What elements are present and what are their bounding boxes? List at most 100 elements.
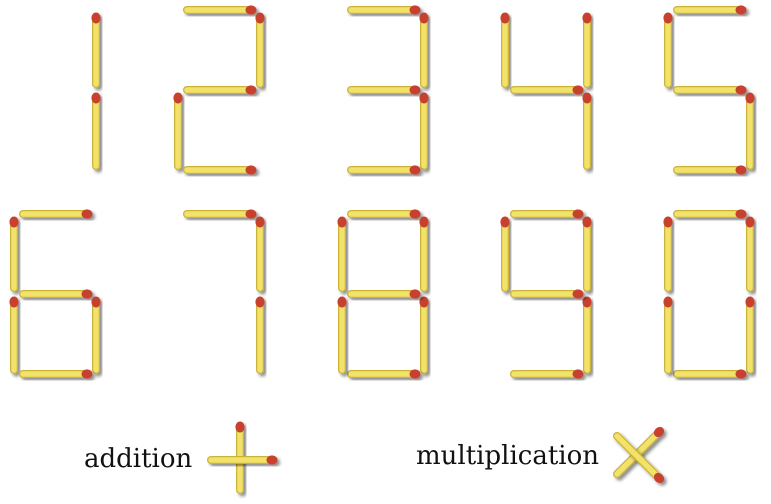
segment-b (582, 216, 592, 292)
match-head (409, 209, 421, 219)
digit-0 (663, 209, 755, 379)
digit-7 (183, 209, 265, 374)
segment-b (745, 216, 755, 292)
segment-f (500, 12, 510, 88)
segment-a (673, 5, 747, 15)
segment-g (510, 289, 584, 299)
digit-8 (337, 209, 429, 379)
match-head (582, 216, 592, 228)
match-head (409, 85, 421, 95)
times-sign (613, 426, 665, 484)
segment-a (183, 209, 257, 219)
digit-3 (347, 5, 429, 175)
segment-a (347, 209, 421, 219)
segment-g (347, 289, 421, 299)
match-head (91, 296, 101, 308)
match-head (91, 12, 101, 24)
segment-c (255, 296, 265, 374)
match-head (735, 209, 747, 219)
digit-9 (500, 209, 592, 379)
segment-f (500, 216, 510, 292)
match-head (735, 369, 747, 379)
match-head (91, 92, 101, 104)
segment-g (510, 85, 584, 95)
plus-horizontal-stick (207, 455, 278, 465)
match-head (582, 296, 592, 308)
segment-d (510, 369, 584, 379)
segment-c (419, 296, 429, 374)
match-head (81, 209, 93, 219)
segment-f (663, 12, 673, 88)
segment-a (183, 5, 257, 15)
match-head (409, 5, 421, 15)
match-head (255, 216, 265, 228)
multiplication-label: multiplication (416, 441, 599, 471)
segment-c (745, 92, 755, 170)
match-head (745, 216, 755, 228)
match-head (653, 472, 665, 484)
segment-c (419, 92, 429, 170)
segment-g (19, 289, 93, 299)
segment-c (91, 296, 101, 374)
match-head (653, 426, 665, 438)
segment-d (673, 165, 747, 175)
match-head (735, 5, 747, 15)
match-head (245, 165, 257, 175)
segment-g (183, 85, 257, 95)
match-head (572, 85, 584, 95)
match-head (255, 12, 265, 24)
segment-f (337, 216, 347, 292)
segment-c (582, 92, 592, 170)
match-head (735, 85, 747, 95)
match-head (173, 92, 183, 104)
segment-d (183, 165, 257, 175)
segment-d (347, 165, 421, 175)
match-head (9, 216, 19, 228)
match-head (572, 289, 584, 299)
segment-d (673, 369, 747, 379)
segment-b (419, 12, 429, 88)
segment-e (173, 92, 183, 170)
segment-b (419, 216, 429, 292)
segment-f (663, 216, 673, 292)
match-head (245, 85, 257, 95)
segment-c (91, 92, 101, 170)
segment-a (347, 5, 421, 15)
match-head (245, 5, 257, 15)
match-head (9, 296, 19, 308)
segment-c (582, 296, 592, 374)
match-head (745, 92, 755, 104)
segment-f (9, 216, 19, 292)
segment-b (91, 12, 101, 88)
segment-d (347, 369, 421, 379)
match-head (582, 92, 592, 104)
segment-c (745, 296, 755, 374)
segment-e (663, 296, 673, 374)
digit-6 (9, 209, 101, 379)
match-head (500, 12, 510, 24)
digits-grid (9, 5, 755, 379)
match-head (409, 369, 421, 379)
segment-b (582, 12, 592, 88)
match-head (409, 289, 421, 299)
match-head (419, 92, 429, 104)
segment-b (255, 216, 265, 292)
match-head (81, 289, 93, 299)
digit-1 (91, 12, 101, 170)
match-head (663, 296, 673, 308)
match-head (572, 209, 584, 219)
segment-g (347, 85, 421, 95)
match-head (745, 296, 755, 308)
match-head (735, 165, 747, 175)
segment-a (673, 209, 747, 219)
segment-e (9, 296, 19, 374)
match-head (663, 216, 673, 228)
match-head (337, 296, 347, 308)
segment-a (510, 209, 584, 219)
plus-sign (207, 421, 278, 494)
match-head (255, 296, 265, 308)
addition-label: addition (84, 444, 193, 474)
segment-b (255, 12, 265, 88)
match-head (337, 216, 347, 228)
segment-e (337, 296, 347, 374)
